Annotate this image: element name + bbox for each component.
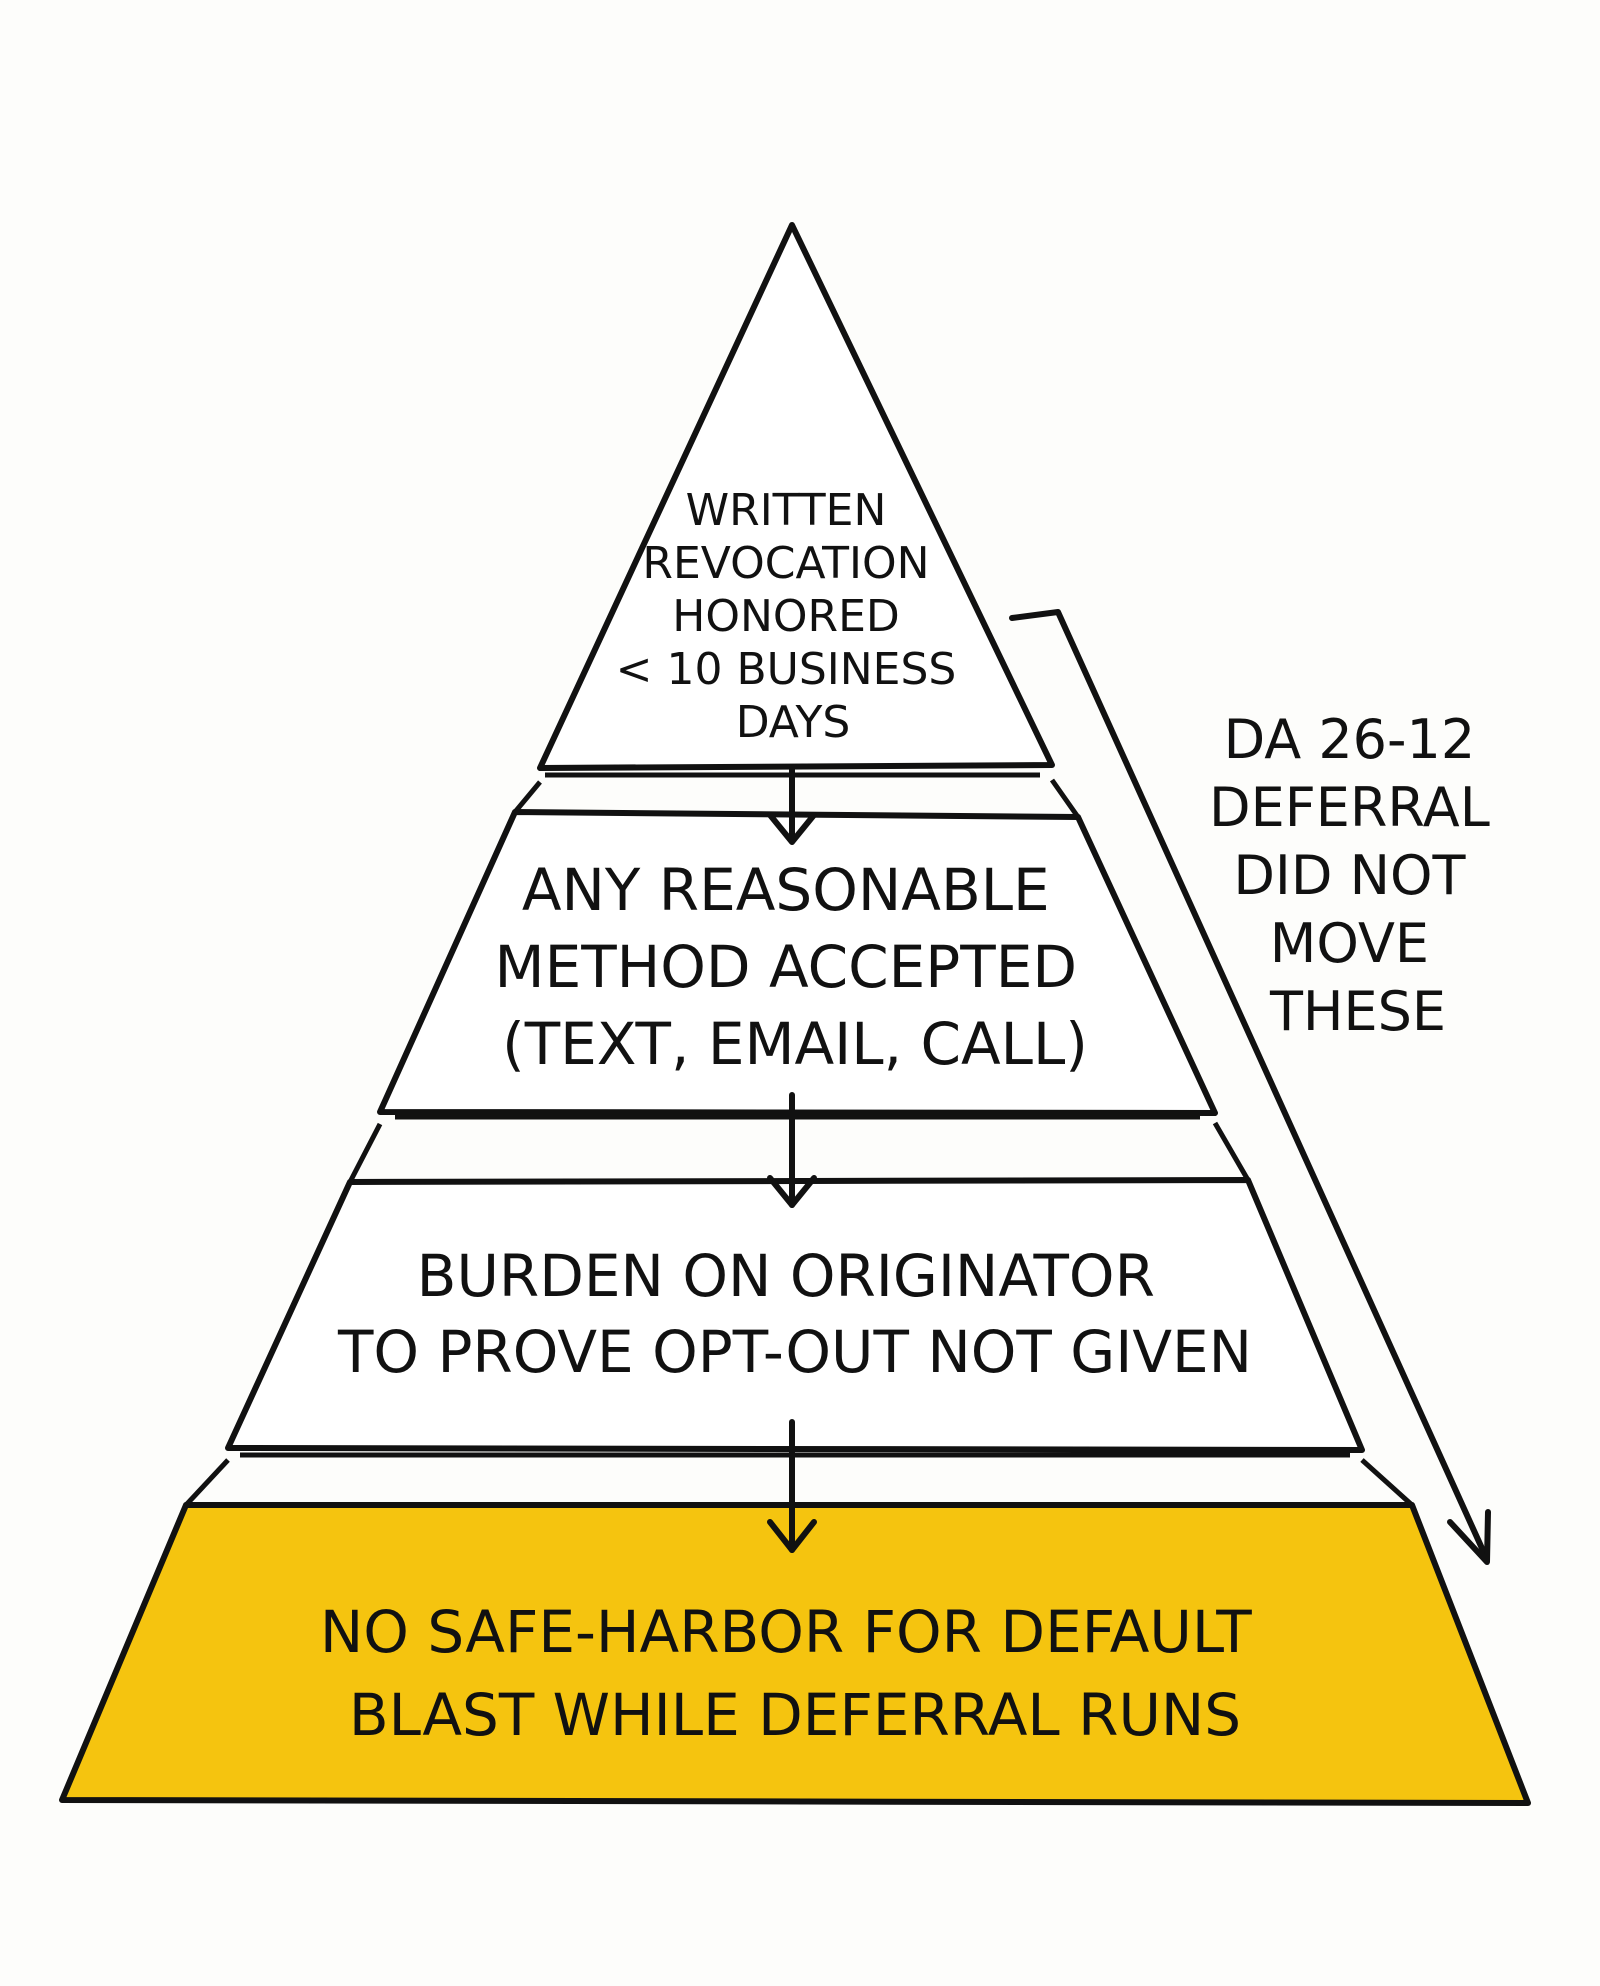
side-note-text: DA 26-12 DEFERRAL DID NOT MOVE THESE: [1209, 708, 1507, 1043]
tier-3-line: BURDEN ON ORIGINATOR: [417, 1242, 1155, 1310]
side-note-line: DID NOT: [1233, 844, 1466, 907]
tier-1-line: REVOCATION: [642, 538, 929, 589]
side-note-line: DEFERRAL: [1209, 776, 1490, 839]
pyramid-tier-4: [59, 1452, 1531, 1806]
tier-2-line: ANY REASONABLE: [522, 856, 1050, 924]
tier-1-line: < 10 BUSINESS: [616, 644, 957, 695]
side-note-line: MOVE: [1270, 912, 1429, 975]
side-bracket-arrow: [1009, 609, 1491, 1565]
arrow-tier-1-to-2: [767, 765, 817, 845]
tier-4-line: BLAST WHILE DEFERRAL RUNS: [349, 1681, 1241, 1749]
pyramid-tier-3: [225, 1114, 1365, 1453]
tier-1-text: WRITTEN REVOCATION HONORED < 10 BUSINESS…: [616, 485, 971, 748]
tier-2-line: (TEXT, EMAIL, CALL): [502, 1010, 1088, 1078]
tier-2-text: ANY REASONABLE METHOD ACCEPTED (TEXT, EM…: [495, 856, 1096, 1078]
arrow-tier-3-to-4: [767, 1419, 817, 1553]
tier-3-line: TO PROVE OPT-OUT NOT GIVEN: [337, 1318, 1252, 1386]
tier-1-line: HONORED: [672, 591, 900, 642]
pyramid-tier-1: [537, 222, 1055, 771]
side-note-line: THESE: [1269, 980, 1446, 1043]
tier-1-line: WRITTEN: [686, 485, 887, 536]
pyramid-tier-2: [377, 772, 1218, 1116]
tier-2-line: METHOD ACCEPTED: [495, 933, 1078, 1001]
side-note-line: DA 26-12: [1224, 708, 1476, 771]
tier-4-text: NO SAFE-HARBOR FOR DEFAULT BLAST WHILE D…: [320, 1598, 1270, 1749]
tier-4-line: NO SAFE-HARBOR FOR DEFAULT: [320, 1598, 1252, 1666]
arrow-tier-2-to-3: [767, 1092, 817, 1208]
tier-1-line: DAYS: [736, 697, 851, 748]
tier-3-text: BURDEN ON ORIGINATOR TO PROVE OPT-OUT NO…: [337, 1242, 1252, 1386]
